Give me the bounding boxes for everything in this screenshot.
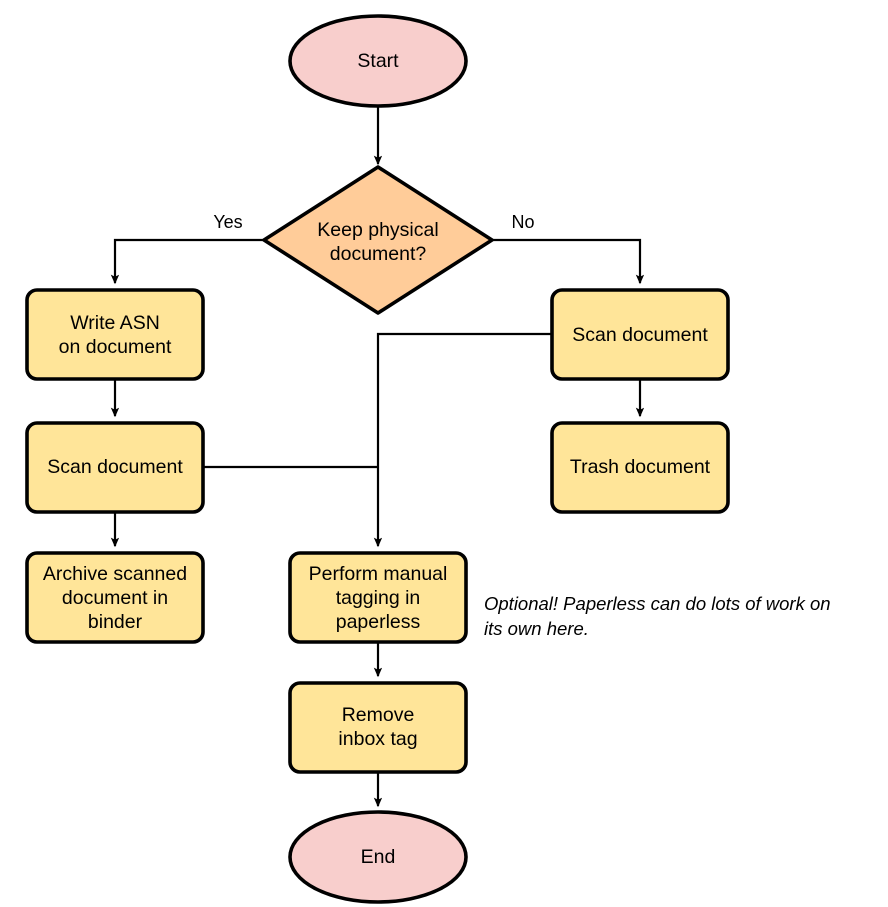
edge-label-no: No (511, 212, 534, 232)
node-trash-document[interactable]: Trash document (550, 421, 730, 514)
node-start[interactable]: Start (288, 14, 468, 108)
node-decision-keep-physical-document[interactable]: Keep physical document? (262, 165, 494, 315)
node-perform-manual-tagging[interactable]: Perform manual tagging in paperless (288, 551, 468, 644)
node-scan-document-right[interactable]: Scan document (550, 288, 730, 381)
trash-document-box (550, 421, 730, 514)
edge-decision-no-to-scan-right (491, 238, 645, 285)
edge-labels-layer: Yes No (213, 212, 534, 232)
start-label: Start (357, 50, 399, 72)
node-write-asn-on-document[interactable]: Write ASN on document (25, 288, 205, 381)
scan-document-right-label: Scan document (572, 324, 708, 346)
node-end[interactable]: End (288, 810, 468, 904)
archive-label-line-1: Archive scanned (43, 563, 187, 585)
optional-note-line-2: its own here. (484, 618, 589, 639)
tagging-label-line-1: Perform manual (309, 563, 448, 585)
end-ellipse (288, 810, 468, 904)
archive-label-line-3: binder (88, 611, 143, 633)
scan-document-left-box (25, 421, 205, 514)
decision-label-line-1: Keep physical (317, 219, 438, 241)
scan-document-left-label: Scan document (47, 456, 183, 478)
remove-inbox-label-line-2: inbox tag (338, 728, 417, 750)
tagging-box (288, 551, 468, 644)
archive-box (25, 551, 205, 644)
tagging-label-line-3: paperless (336, 611, 421, 633)
remove-inbox-tag-box (288, 681, 468, 774)
node-archive-scanned-document-in-binder[interactable]: Archive scanned document in binder (25, 551, 205, 644)
edge-decision-yes-to-write-asn (110, 238, 265, 285)
annotation-optional-note: Optional! Paperless can do lots of work … (484, 593, 831, 639)
tagging-label-line-2: tagging in (336, 587, 421, 609)
edge-scan-right-to-tagging (373, 332, 552, 548)
start-ellipse (288, 14, 468, 108)
edges-layer (110, 106, 645, 808)
archive-label-line-2: document in (62, 587, 168, 609)
end-label: End (361, 846, 396, 868)
optional-note-line-1: Optional! Paperless can do lots of work … (484, 593, 831, 614)
remove-inbox-label-line-1: Remove (342, 704, 415, 726)
node-scan-document-left[interactable]: Scan document (25, 421, 205, 514)
write-asn-box (25, 288, 205, 381)
decision-label-line-2: document? (330, 243, 427, 265)
edge-label-yes: Yes (213, 212, 242, 232)
write-asn-label-line-2: on document (59, 336, 172, 358)
decision-diamond (262, 165, 494, 315)
node-remove-inbox-tag[interactable]: Remove inbox tag (288, 681, 468, 774)
scan-document-right-box (550, 288, 730, 381)
trash-document-label: Trash document (570, 456, 711, 478)
write-asn-label-line-1: Write ASN (70, 312, 160, 334)
